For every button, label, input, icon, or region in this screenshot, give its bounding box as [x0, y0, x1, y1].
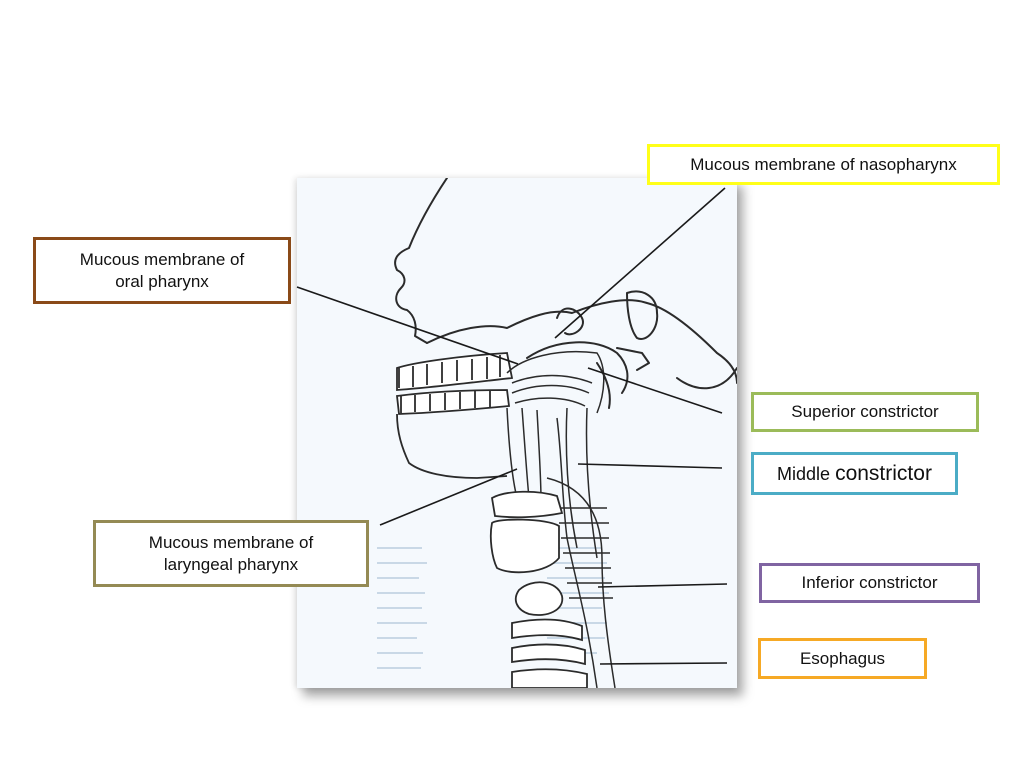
label-superior-constrictor-text: Superior constrictor — [791, 402, 939, 421]
pharyngeal-constrictor-muscles — [506, 350, 616, 688]
anatomy-illustration-panel — [297, 178, 737, 688]
label-esophagus-text: Esophagus — [799, 648, 886, 668]
label-laryngeal-pharynx: Mucous membrane of laryngeal pharynx — [93, 520, 369, 587]
label-inferior-constrictor-text: Inferior constrictor — [801, 573, 938, 592]
label-laryngeal-pharynx-text: Mucous membrane of laryngeal pharynx — [148, 532, 314, 574]
label-superior-constrictor: Superior constrictor — [751, 392, 979, 432]
label-middle-constrictor-text-a: Middle — [777, 463, 836, 484]
anatomy-illustration — [377, 178, 737, 688]
label-middle-constrictor: Middle constrictor — [751, 452, 958, 495]
label-nasopharynx-text: Mucous membrane of nasopharynx — [690, 154, 957, 174]
label-esophagus: Esophagus — [758, 638, 927, 679]
label-nasopharynx: Mucous membrane of nasopharynx — [647, 144, 1000, 185]
teeth-and-jaw — [396, 352, 514, 479]
label-inferior-constrictor: Inferior constrictor — [759, 563, 980, 603]
label-oral-pharynx: Mucous membrane of oral pharynx — [33, 237, 291, 304]
label-oral-pharynx-text: Mucous membrane of oral pharynx — [79, 249, 245, 291]
label-middle-constrictor-text-b: constrictor — [835, 461, 932, 485]
